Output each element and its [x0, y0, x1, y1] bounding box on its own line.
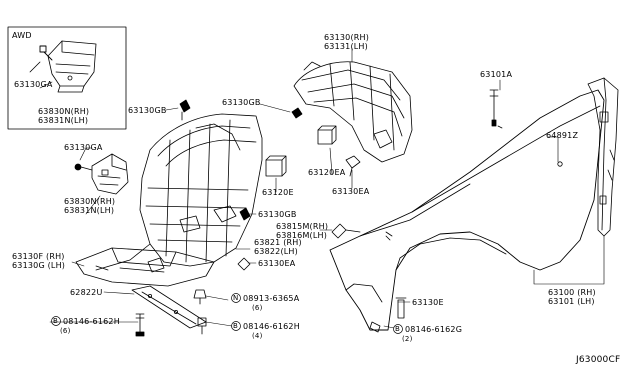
label-63130gb-mid: 63130GB: [222, 98, 261, 107]
label-08146-6162h-mid: 08146-6162H: [243, 322, 300, 331]
label-63130-rh: 63130(RH): [324, 33, 370, 42]
label-63821: 63821 (RH): [254, 238, 302, 247]
marker-b-mid-letter: B: [233, 322, 239, 330]
label-62822u: 62822U: [70, 288, 103, 297]
clip-63130gb-drawing: [179, 99, 303, 121]
marker-n-letter: N: [233, 294, 239, 302]
clip-63130ea-lower-drawing: [237, 257, 251, 271]
label-63130ga: 63130GA: [64, 143, 103, 152]
label-63130g: 63130G (LH): [12, 261, 66, 270]
label-63120ea: 63120EA: [308, 168, 346, 177]
label-63130ga-awd: 63130GA: [14, 80, 53, 89]
label-63100-rh: 63100 (RH): [548, 288, 596, 297]
fasteners-drawing: [135, 289, 407, 337]
marker-b-left-letter: B: [53, 317, 59, 325]
splash-shield-drawing: [75, 247, 215, 287]
label-63822: 63822(LH): [254, 247, 298, 256]
label-63120e: 63120E: [262, 188, 294, 197]
front-fender-liner-drawing: [95, 113, 263, 271]
fender-reinforcement-drawing: [587, 77, 619, 237]
clip-63120ea-drawing: [317, 125, 337, 145]
leader-lines: [39, 47, 605, 329]
marker-b-left-circle: [51, 316, 61, 326]
clip-63815m-drawing: [331, 223, 361, 239]
clip-63101a-drawing: [489, 89, 499, 127]
label-08913-6365a: 08913-6365A: [243, 294, 300, 303]
label-63831n: 63831N(LH): [64, 206, 115, 215]
label-63816m: 63816M(LH): [276, 231, 328, 240]
marker-b-right-letter: B: [395, 325, 401, 333]
label-63130ea-lower: 63130EA: [258, 259, 296, 268]
label-08913-qty: (6): [252, 304, 263, 312]
label-63101-lh: 63101 (LH): [548, 297, 595, 306]
label-63130gb-left: 63130GB: [128, 106, 167, 115]
clip-63130ea-drawing: [345, 155, 361, 177]
awd-inset-title: AWD: [12, 31, 32, 40]
label-08146-mid-qty: (4): [252, 332, 263, 340]
label-64891z: 64891Z: [546, 131, 579, 140]
label-08146-6162h-left: 08146-6162H: [63, 317, 120, 326]
label-63131-lh: 63131(LH): [324, 42, 368, 51]
strip-62822u-drawing: [131, 285, 207, 329]
awd-inset-frame: [7, 26, 127, 130]
label-08146-right-qty: (2): [402, 335, 413, 343]
label-63130e: 63130E: [412, 298, 444, 307]
clip-63130gb-lower-drawing: [239, 207, 251, 221]
marker-b-mid-circle: [231, 321, 241, 331]
label-63130gb-lower: 63130GB: [258, 210, 297, 219]
bracket-63830n-drawing: [74, 153, 129, 195]
marker-n-circle: [231, 293, 241, 303]
diagram-code: J63000CF: [576, 355, 621, 365]
label-63815m: 63815M(RH): [276, 222, 329, 231]
label-63830n-awd: 63830N(RH): [38, 107, 90, 116]
label-63831n-awd: 63831N(LH): [38, 116, 89, 125]
label-63130f: 63130F (RH): [12, 252, 65, 261]
label-08146-6162g: 08146-6162G: [405, 325, 463, 334]
label-63130ea-upper: 63130EA: [332, 187, 370, 196]
circle-markers: [51, 293, 403, 334]
awd-bracket-drawing: [29, 40, 97, 93]
label-63101a: 63101A: [480, 70, 513, 79]
marker-b-right-circle: [393, 324, 403, 334]
clip-63120e-drawing: [265, 155, 287, 177]
front-fender-panel-drawing: [329, 89, 605, 331]
label-63830n: 63830N(RH): [64, 197, 116, 206]
label-08146-left-qty: (6): [60, 327, 71, 335]
rear-fender-liner-drawing: [293, 61, 413, 163]
